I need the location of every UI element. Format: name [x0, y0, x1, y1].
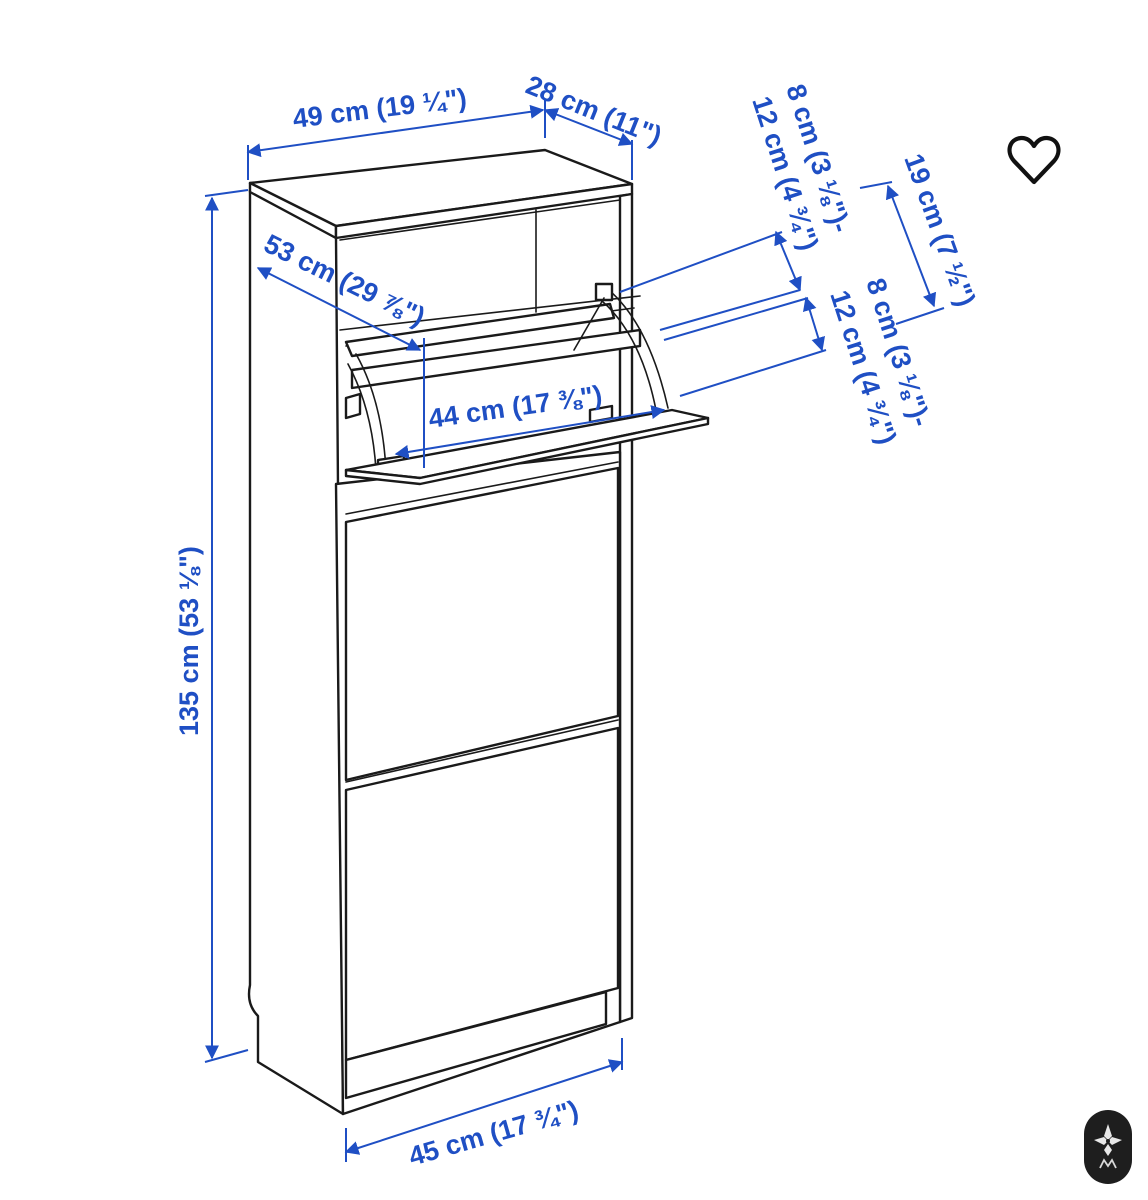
label-total-height: 135 cm (53 ⅛")	[174, 546, 204, 736]
label-top-depth: 28 cm (11")	[522, 70, 666, 152]
label-compartment-width: 44 cm (17 ⅜")	[427, 380, 604, 434]
drawer-front-3	[344, 726, 620, 1062]
shoe-cabinet-drawing	[247, 148, 710, 1116]
cabinet-front-post	[618, 192, 634, 1024]
label-top-width: 49 cm (19 ¼")	[291, 83, 468, 134]
watermark-logo-icon	[1084, 1110, 1132, 1184]
dimension-annotations	[204, 100, 945, 1162]
label-flap-open-height: 19 cm (7 ½")	[898, 150, 981, 311]
label-base-width: 45 cm (17 ¾")	[405, 1095, 581, 1172]
drawer-front-2	[344, 466, 620, 782]
favorite-heart-icon[interactable]	[1006, 134, 1062, 186]
cabinet-side-panel	[247, 188, 345, 1116]
